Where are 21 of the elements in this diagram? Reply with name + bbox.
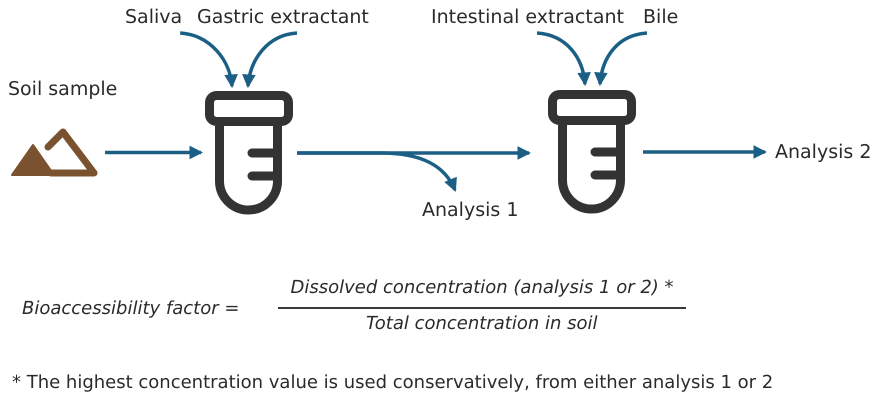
test-tube-icon [204,90,294,216]
arrow [643,146,766,158]
test-tube-icon [547,89,637,215]
formula-denominator: Total concentration in soil [366,313,598,335]
reagent-label: Gastric extractant [197,6,369,29]
arrow [242,31,298,88]
reagent-label: Intestinal extractant [431,6,624,29]
output-label: Analysis 1 [422,199,518,222]
output-label: Analysis 2 [775,141,872,164]
footnote-text: * The highest concentration value is used conservatively, from either analysis 1 or 2 [12,372,774,394]
arrow [594,31,648,86]
node-caption: Soil sample [8,78,118,101]
arrow [536,31,590,86]
formula-text: Bioaccessibility factor = [22,298,240,320]
reagent-label: Saliva [125,6,182,29]
formula-numerator: Dissolved concentration (analysis 1 or 2) * [290,277,674,299]
arrow [180,31,237,88]
arrow [297,151,457,192]
mountain-icon [11,128,98,177]
arrow [105,146,202,159]
reagent-label: Bile [643,6,678,29]
